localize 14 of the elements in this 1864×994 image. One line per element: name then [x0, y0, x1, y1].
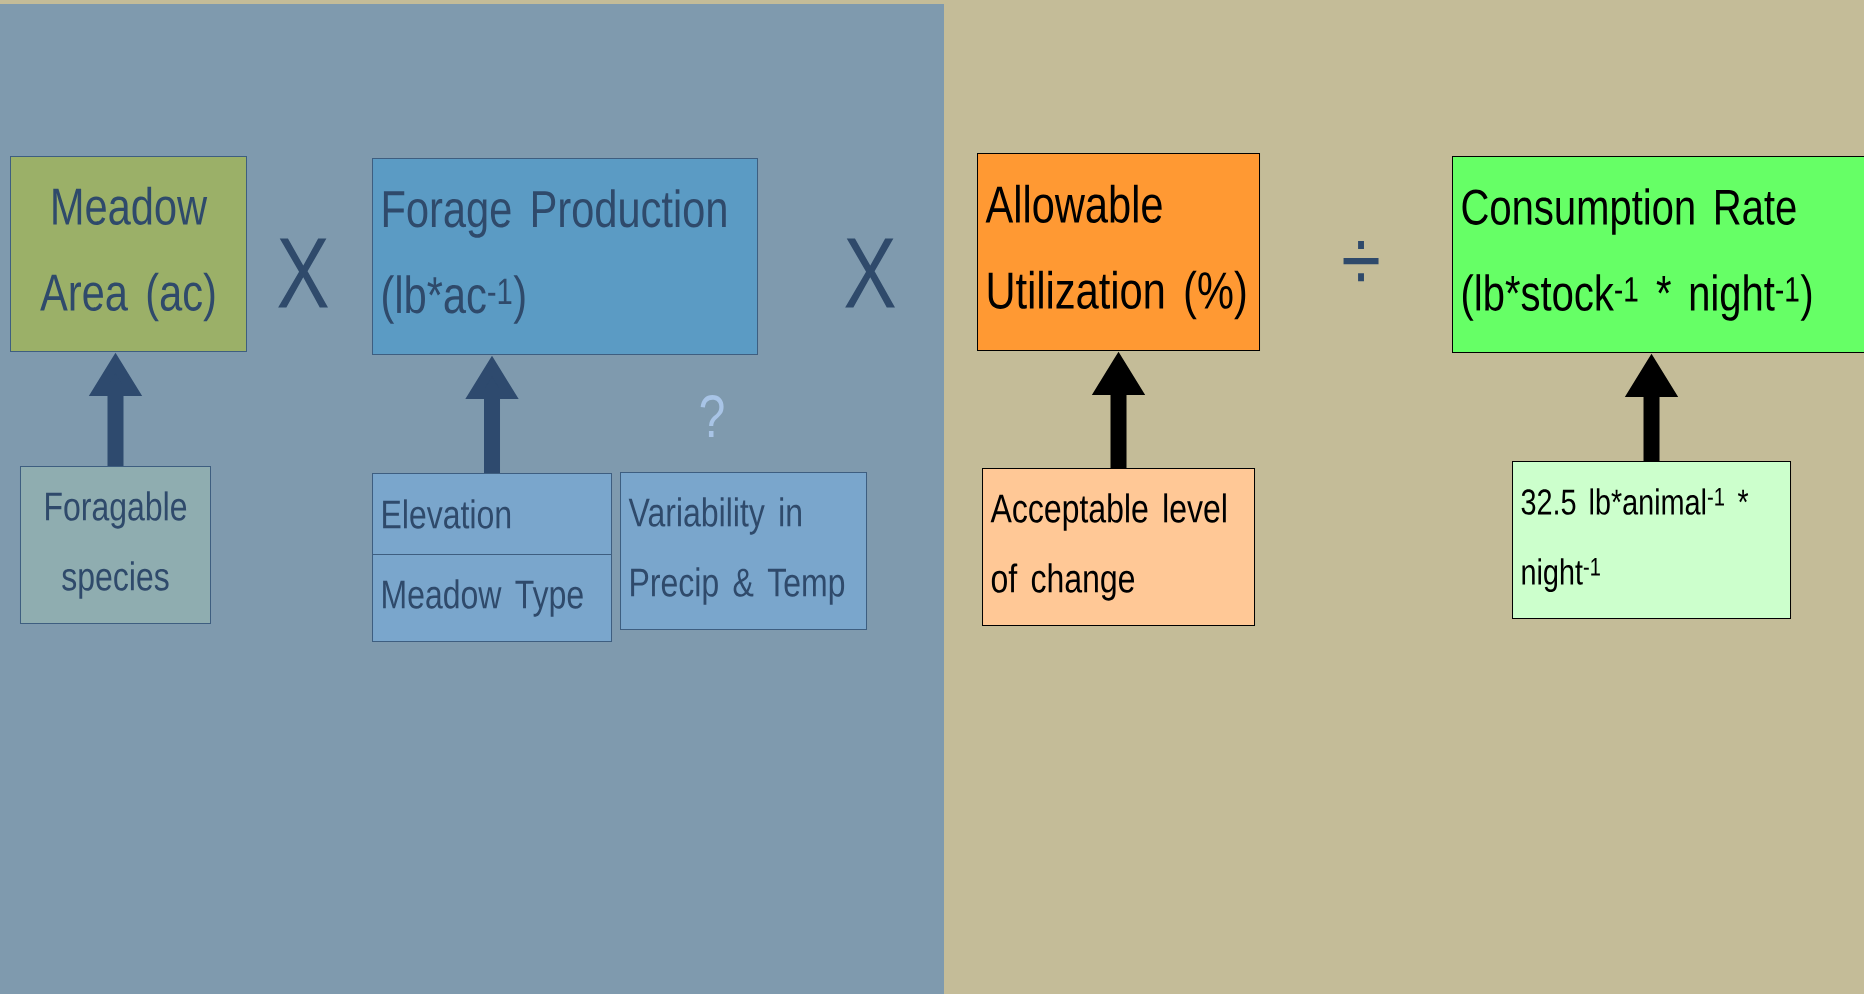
text-box: 32.5 lb*animal$^{-1}$ * night$^{-1}$	[1512, 461, 1791, 619]
question-mark: ?	[700, 395, 724, 437]
text-box: Allowable Utilization (%)	[977, 153, 1260, 351]
text-box: Forage Production (lb*ac$^{-1}$)	[372, 158, 758, 355]
text-box: Acceptable level of change	[982, 468, 1255, 626]
text-box: Foragable species	[20, 466, 211, 624]
text-box: Variability in Precip & Temp	[620, 472, 867, 630]
operator-symbol: ÷	[1343, 240, 1379, 282]
operator-symbol: X	[278, 238, 328, 308]
text-box: Meadow Type	[372, 554, 612, 642]
text-box: Consumption Rate (lb*stock$^{-1}$ * night$^{-1}$)	[1452, 156, 1864, 353]
operator-symbol: X	[845, 238, 895, 308]
text-box: Meadow Area (ac)	[10, 156, 247, 352]
text-box: Elevation	[372, 473, 612, 555]
